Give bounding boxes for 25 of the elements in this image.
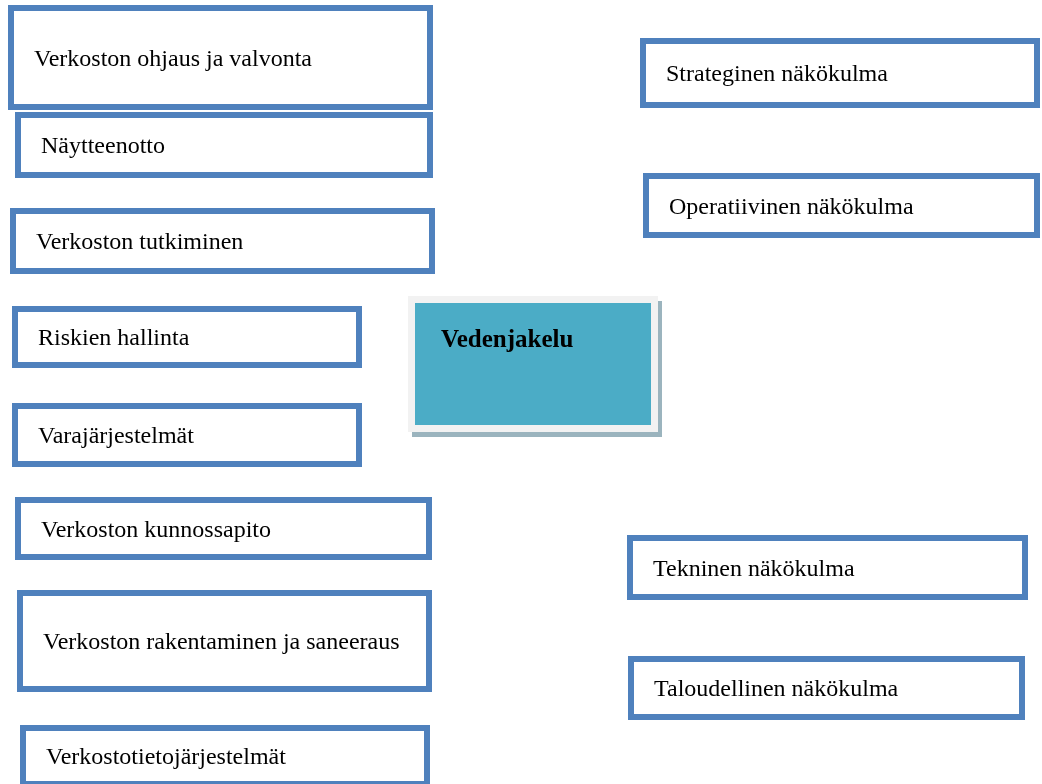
node-label: Operatiivinen näkökulma [669,191,915,220]
node-label: Verkoston kunnossapito [41,514,272,543]
node-label: Tekninen näkökulma [653,553,856,582]
topic-box [17,590,432,692]
topic-box [12,306,362,368]
topic-box [627,535,1028,600]
node-label: Strateginen näkökulma [666,59,889,87]
node-label: Verkoston tutkiminen [36,227,245,255]
node-label: Verkoston ohjaus ja valvonta [34,43,313,72]
topic-box [8,5,433,110]
topic-box [12,403,362,467]
node-label: Taloudellinen näkökulma [654,674,900,702]
node-label: Varajärjestelmät [38,421,195,449]
topic-box [628,656,1025,720]
node-label: Riskien hallinta [38,323,191,351]
topic-box [20,725,430,784]
topic-box [10,208,435,274]
topic-box [640,38,1040,108]
topic-box [643,173,1040,238]
node-label: Verkoston rakentaminen ja saneeraus [43,627,401,655]
node-label: Näytteenotto [41,131,166,159]
topic-box [15,497,432,560]
node-label: Verkostotietojärjestelmät [46,742,287,770]
topic-box [15,112,433,178]
node-label: Vedenjakelu [441,325,575,353]
